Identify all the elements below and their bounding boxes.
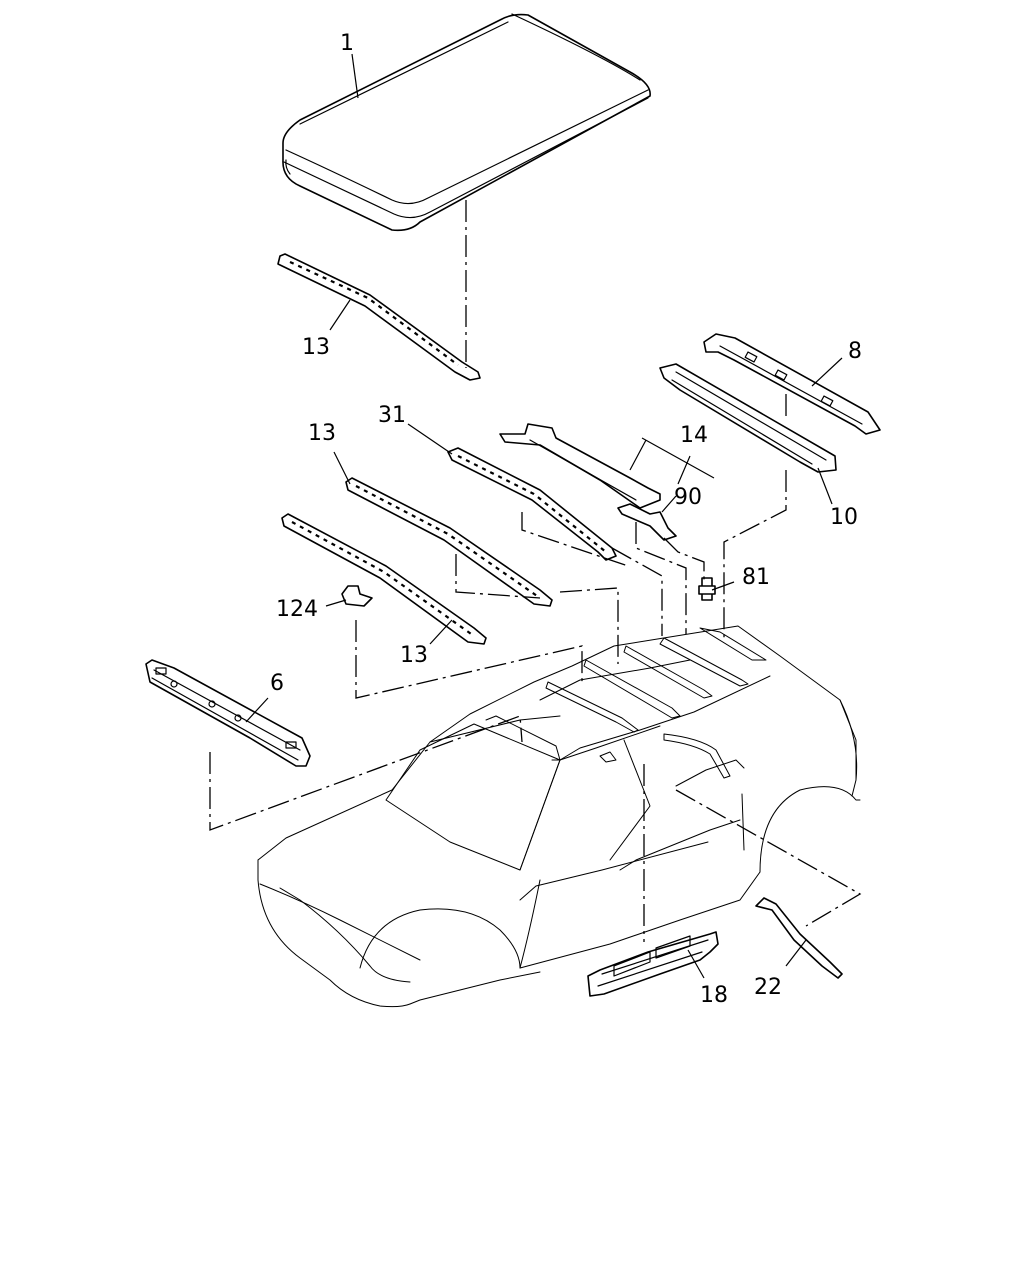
vehicle-body [257,625,861,1008]
bolt[interactable] [698,577,716,601]
drip-molding[interactable] [755,897,843,979]
callout-clip: 90 [674,485,702,510]
callout-roof-side-inner: 18 [700,983,728,1008]
roof-bow-bracket[interactable] [499,423,661,509]
callout-rear-header-lower: 10 [830,505,858,530]
callout-bow-reinforcement: 31 [378,403,406,428]
callout-roof-panel: 1 [340,31,354,56]
callout-roof-bow-middle: 13 [308,421,336,446]
callout-rear-header-upper: 8 [848,339,862,364]
rear-header-upper[interactable] [703,333,881,435]
callout-small-bracket: 124 [276,597,318,622]
assembly-lines [209,200,862,942]
front-header-panel[interactable] [145,659,311,767]
callout-bolt: 81 [742,565,770,590]
callout-labels: 1 6 8 10 13 13 13 14 31 90 81 124 18 22 [270,31,862,1008]
callout-roof-bow-top: 13 [302,335,330,360]
roof-bow-lower[interactable] [281,513,487,645]
callout-roof-bow-lower: 13 [400,643,428,668]
small-bracket[interactable] [341,585,373,607]
bow-reinforcement[interactable] [447,447,617,561]
roof-side-inner[interactable] [587,931,719,997]
clip[interactable] [617,503,677,541]
callout-roof-bow-bracket: 14 [680,423,708,448]
callout-front-header-panel: 6 [270,671,284,696]
leader-lines [245,53,843,979]
roof-bow-top[interactable] [277,253,481,381]
roof-panel[interactable] [282,13,651,232]
rear-header-lower[interactable] [659,363,837,473]
roof-bow-middle[interactable] [345,477,553,607]
callout-drip-molding: 22 [754,975,782,1000]
